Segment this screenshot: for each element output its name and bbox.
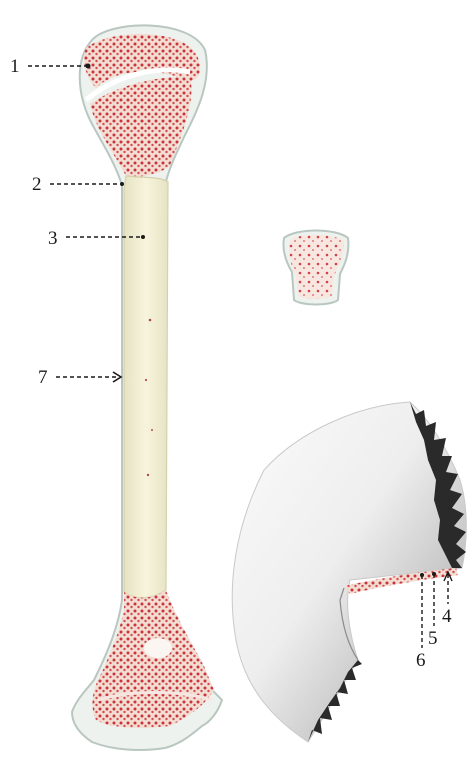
callout-4: 4 (442, 572, 452, 627)
long-bone (72, 25, 222, 750)
callout-7: 7 (38, 367, 121, 388)
callout-3-label: 3 (48, 228, 58, 249)
callout-5: 5 (428, 572, 438, 649)
callout-2: 2 (32, 174, 124, 195)
bone-section-small (283, 231, 348, 305)
callout-5-label: 5 (428, 628, 438, 649)
callout-1: 1 (10, 56, 91, 77)
distal-cavity (144, 638, 172, 658)
callout-7-label: 7 (38, 367, 48, 388)
callout-4-label: 4 (442, 606, 452, 627)
callout-6: 6 (416, 573, 426, 671)
distal-metaphysis (93, 590, 214, 728)
callout-6-label: 6 (416, 650, 426, 671)
callout-1-label: 1 (10, 56, 20, 77)
diaphysis-shaft (124, 176, 168, 598)
callout-2-label: 2 (32, 174, 42, 195)
bone-wedge-section (232, 402, 466, 742)
